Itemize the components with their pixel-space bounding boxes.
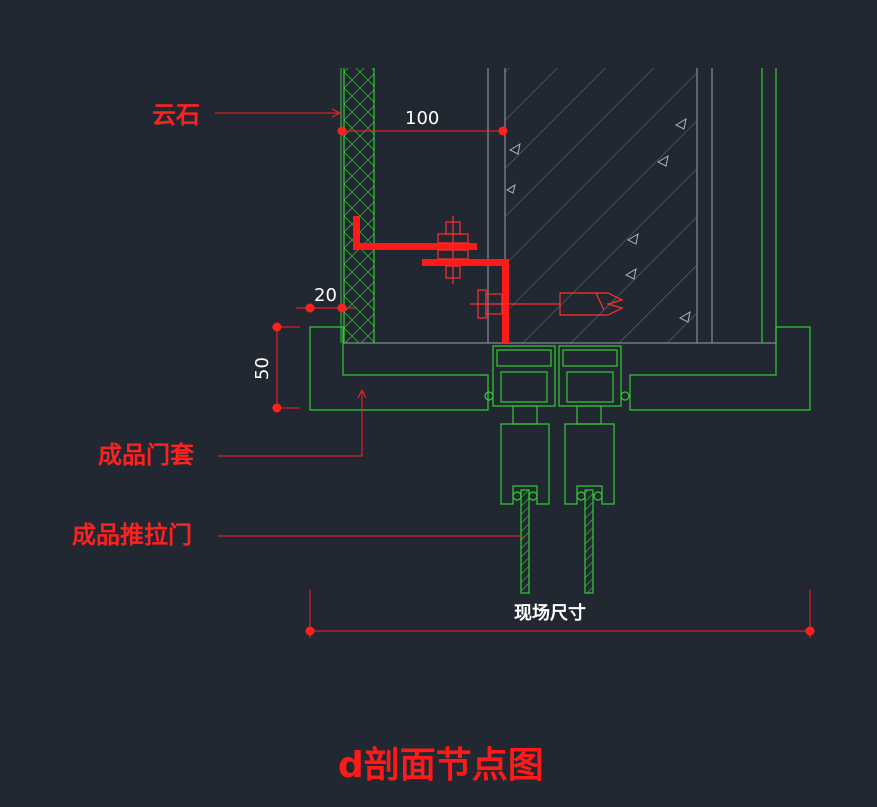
stone-cladding [340,68,375,343]
door-frame-label: 成品门套 [98,441,195,469]
site-size-label: 现场尺寸 [514,602,586,624]
bolt [437,216,624,319]
door-track [484,345,630,425]
steel-bracket [353,216,509,343]
dim-20-label: 20 [314,285,337,306]
sliding-door-label: 成品推拉门 [72,521,192,549]
dimension-lines [272,126,815,638]
dim-50-label: 50 [252,357,273,380]
dim-100-label: 100 [405,108,439,129]
drawing-title: d剖面节点图 [338,745,544,786]
right-wall-finish [761,68,777,343]
door-frame [309,326,811,411]
concrete-wall [343,68,776,344]
leader-lines [215,108,523,537]
door-panels [500,423,615,594]
stone-label: 云石 [152,101,200,129]
